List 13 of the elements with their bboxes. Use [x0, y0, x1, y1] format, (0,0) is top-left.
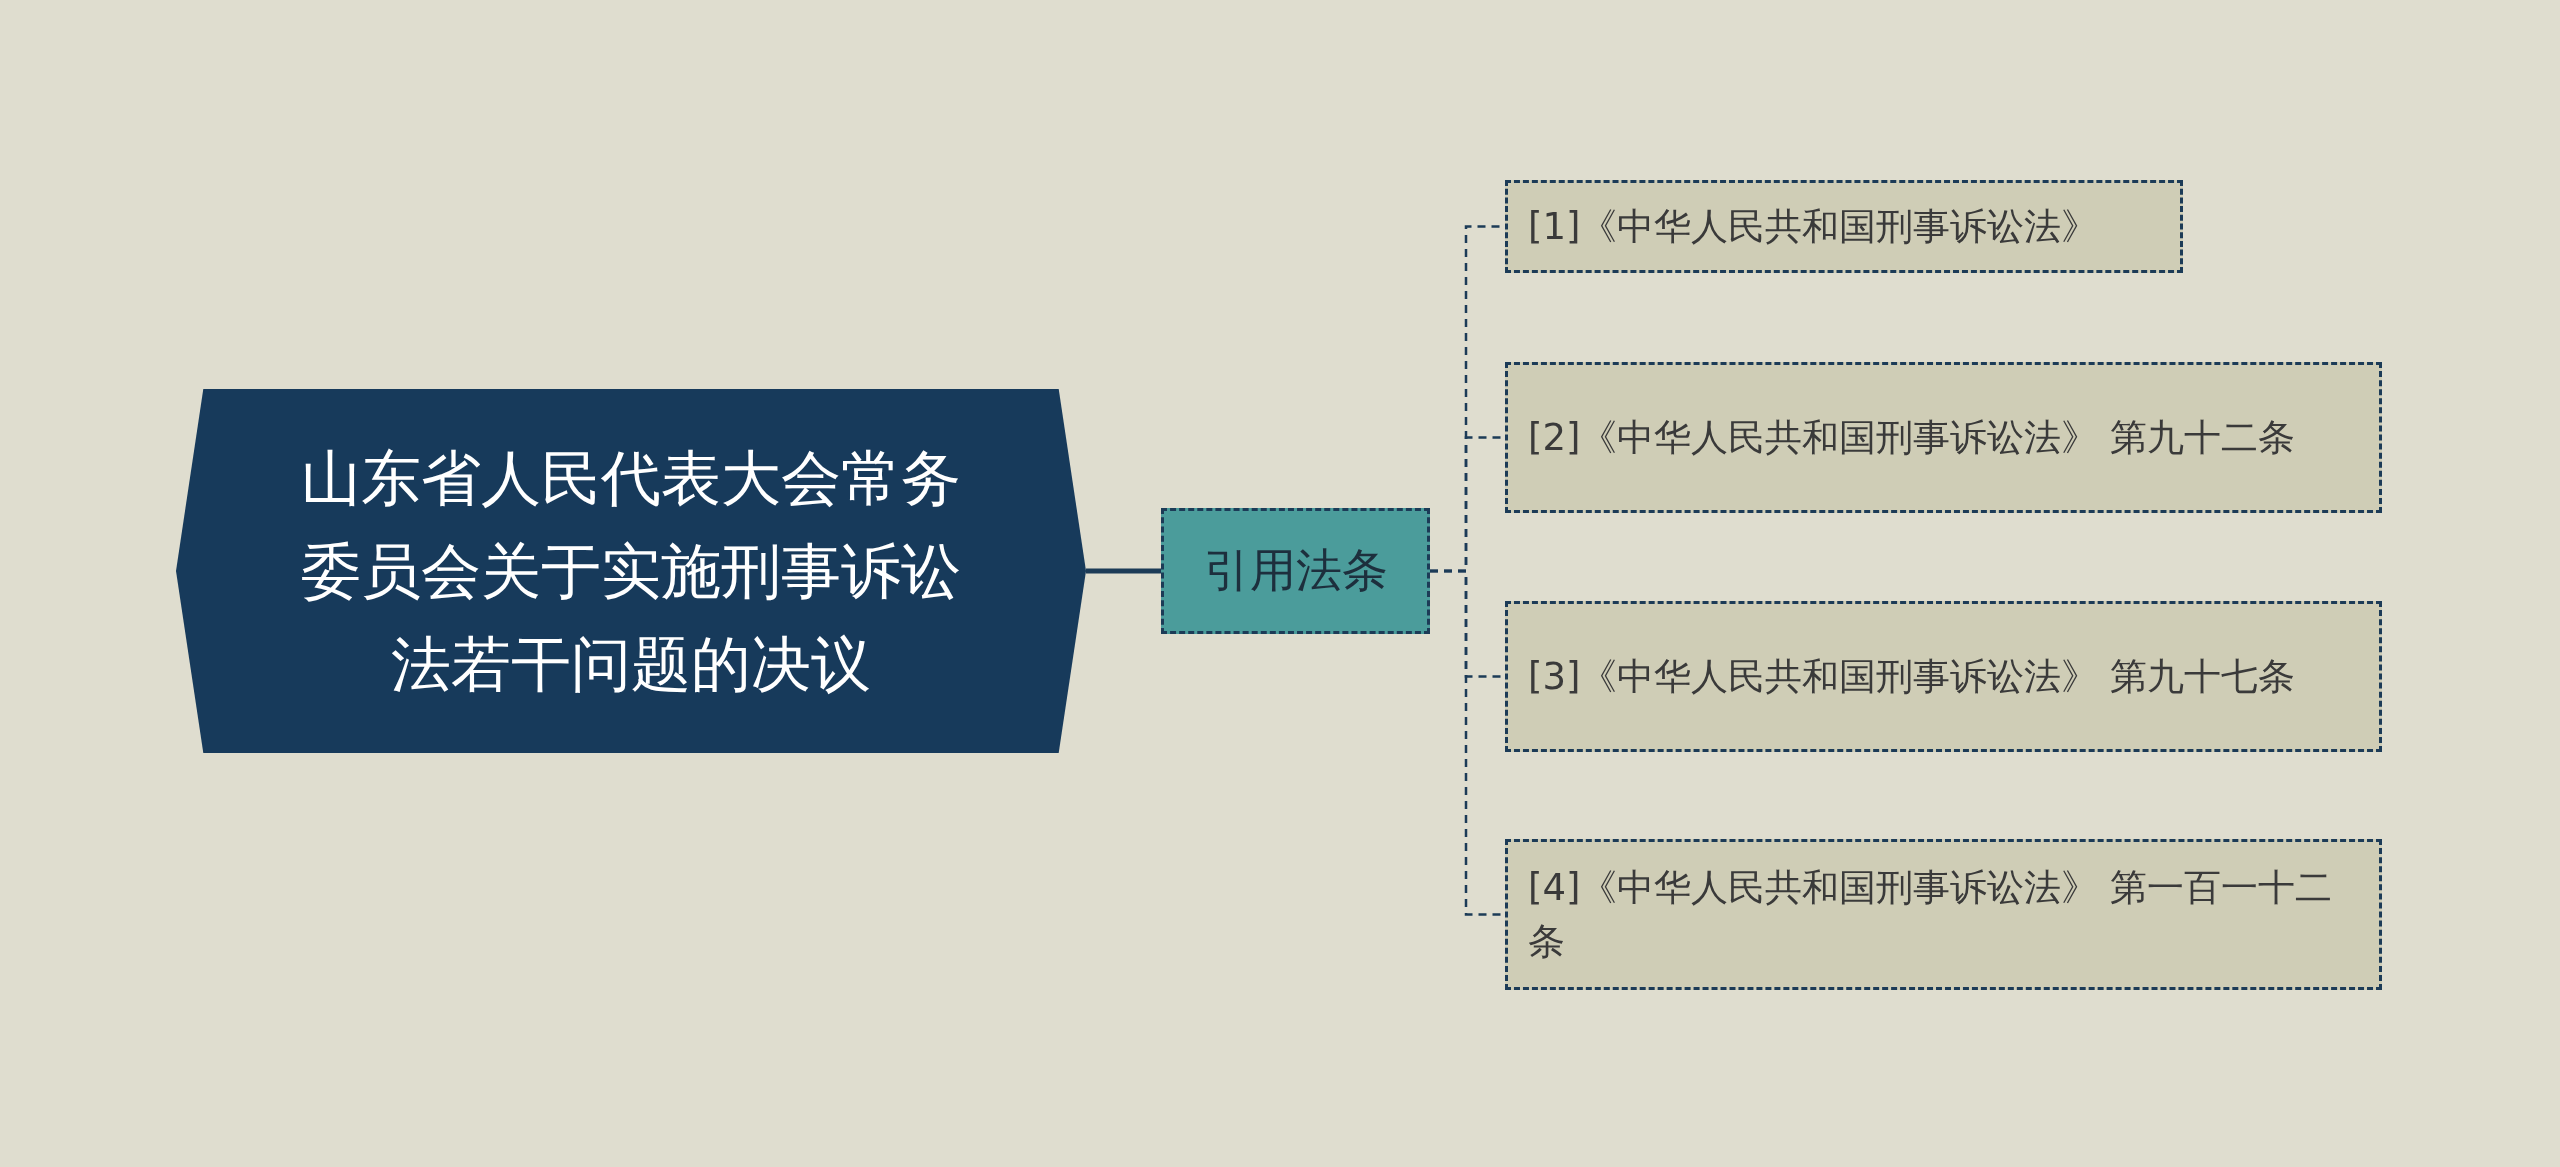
topic-hexagon: [176, 389, 1086, 753]
citation-text: [2]《中华人民共和国刑事诉讼法》 第九十二条: [1528, 414, 2296, 461]
topic-text: 山东省人民代表大会常务委员会关于实施刑事诉讼法若干问题的决议: [300, 441, 962, 701]
branch-label: 引用法条: [1203, 542, 1388, 599]
citation-text: [3]《中华人民共和国刑事诉讼法》 第九十七条: [1528, 653, 2296, 700]
branch-box: [1161, 508, 1430, 634]
connector-line: [1086, 568, 1161, 574]
citation-box: [1505, 839, 2382, 990]
citation-text: [1]《中华人民共和国刑事诉讼法》: [1528, 203, 2099, 250]
citation-text: [4]《中华人民共和国刑事诉讼法》 第一百一十二条: [1528, 864, 2334, 965]
citation-box: [1505, 180, 2183, 273]
citation-box: [1505, 362, 2382, 513]
citation-box: [1505, 601, 2382, 752]
